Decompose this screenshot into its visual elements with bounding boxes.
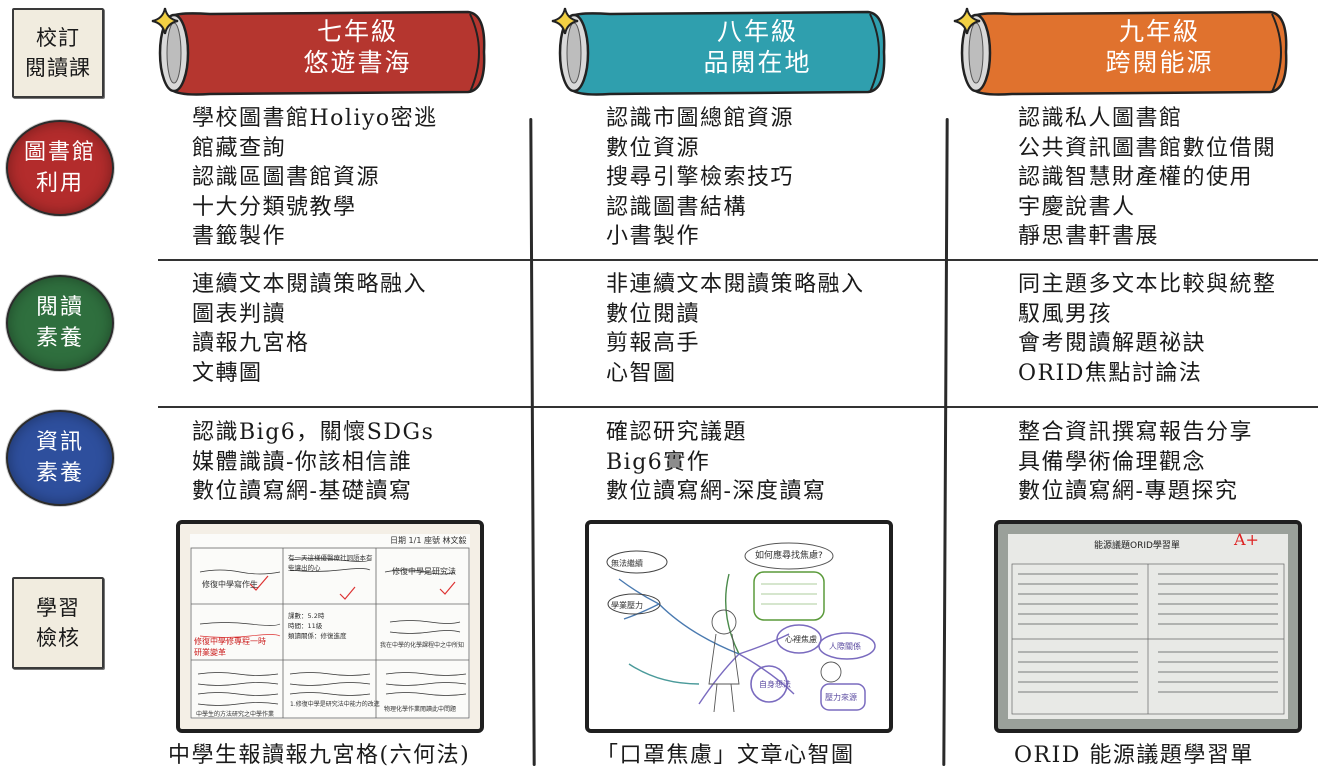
- grade7-info-list: 認識Big6，關懷SDGs 媒體識讀-你該相信誰 數位讀寫網-基礎讀寫: [192, 418, 434, 507]
- orid-title: 能源議題ORID學習單: [1094, 541, 1180, 551]
- worksheet-cell: 修復中學寫作生: [202, 580, 258, 589]
- list-item: 宇慶說書人: [1018, 194, 1136, 220]
- grade-mark: A+: [1234, 530, 1259, 549]
- list-item: 非連續文本閱讀策略融入: [606, 272, 865, 297]
- list-item: 學校圖書館Holiyo密逃: [192, 106, 438, 131]
- mindmap-node: 無法繼續: [611, 559, 643, 568]
- list-item: 認識圖書結構: [606, 194, 748, 220]
- reading-literacy-label: 閱讀素養: [6, 275, 114, 371]
- grade9-caption: ORID 能源議題學習單: [1014, 743, 1254, 768]
- list-item: 圖表判讀: [192, 301, 287, 327]
- grade8-library-list: 認識市圖總館資源 數位資源 搜尋引擎檢索技巧 認識圖書結構 小書製作: [606, 104, 794, 252]
- worksheet-cell: 中學生的方法研究之中學作業: [196, 711, 275, 718]
- mindmap-node: 如何應尋找焦慮?: [755, 551, 823, 561]
- star-icon: [953, 7, 981, 35]
- list-item: 數位讀寫網-專題探究: [1018, 479, 1239, 504]
- list-item: 同主題多文本比較與統整: [1018, 272, 1277, 297]
- worksheet-header: 日期 1/1 座號 林文毅: [390, 536, 467, 545]
- mindmap-drawing: [606, 542, 876, 713]
- list-item: 館藏查詢: [192, 135, 287, 161]
- learning-check-label: 學習檢核: [12, 577, 104, 669]
- mindmap-node: 人際關係: [829, 642, 861, 651]
- list-item: 整合資訊撰寫報告分享: [1018, 420, 1254, 445]
- list-item: 十大分類號教學: [192, 194, 357, 220]
- grade9-library-list: 認識私人圖書館 公共資訊圖書館數位借閱 認識智慧財產權的使用 宇慶說書人 靜思書…: [1018, 104, 1277, 252]
- grade9-literacy-list: 同主題多文本比較與統整 馭風男孩 會考閱讀解題祕訣 ORID焦點討論法: [1018, 270, 1277, 388]
- list-item: 讀報九宮格: [192, 331, 310, 356]
- mindmap-node: 心裡焦慮: [785, 635, 817, 644]
- grade8-banner: 八年級品閱在地: [550, 6, 890, 98]
- grade8-caption: 「口罩焦慮」文章心智圖: [596, 743, 855, 768]
- grade7-banner: 七年級悠遊書海: [150, 6, 490, 98]
- grade8-info-list: 確認研究議題 Big6實作 數位讀寫網-深度讀寫: [606, 418, 826, 507]
- orid-worksheet: [1008, 534, 1288, 719]
- list-item: ORID焦點討論法: [1018, 360, 1203, 386]
- grade8-mindmap-photo: 如何應尋找焦慮? 無法繼續 學業壓力 心裡焦慮 自身想法 人際關係 壓力來源: [585, 520, 893, 733]
- grade9-banner: 九年級跨閱能源: [952, 6, 1292, 98]
- list-item: 媒體識讀-你該相信誰: [192, 449, 413, 475]
- grade7-literacy-list: 連續文本閱讀策略融入 圖表判讀 讀報九宮格 文轉圖: [192, 270, 427, 388]
- worksheet-cell: 有一天這樣優醫療社詞語本有些讓出的心: [288, 554, 373, 572]
- list-item: 馭風男孩: [1018, 301, 1113, 327]
- list-item: 數位讀寫網-深度讀寫: [606, 479, 827, 504]
- list-item: 認識市圖總館資源: [606, 106, 795, 131]
- grade9-info-list: 整合資訊撰寫報告分享 具備學術倫理觀念 數位讀寫網-專題探究: [1018, 418, 1253, 507]
- list-item: Big6實作: [606, 449, 711, 475]
- library-use-label: 圖書館利用: [6, 120, 114, 216]
- list-item: 確認研究議題: [606, 420, 748, 445]
- list-item: 數位讀寫網-基礎讀寫: [192, 479, 413, 504]
- grade9-title: 九年級跨閱能源: [1105, 17, 1214, 77]
- list-item: 認識智慧財產權的使用: [1018, 165, 1254, 190]
- row-divider: [158, 259, 1318, 261]
- list-item: 具備學術倫理觀念: [1018, 449, 1207, 475]
- list-item: 心智圖: [606, 360, 677, 386]
- grade7-library-list: 學校圖書館Holiyo密逃 館藏查詢 認識區圖書館資源 十大分類號教學 書籤製作: [192, 104, 438, 252]
- mindmap-node: 自身想法: [759, 680, 791, 689]
- list-item: 文轉圖: [192, 360, 263, 386]
- grade9-orid-photo: 能源議題ORID學習單 A+: [994, 520, 1302, 733]
- grade7-worksheet-photo: 日期 1/1 座號 林文毅 修復中學寫作生 有一天這樣優醫療社詞語本有些讓出的心…: [176, 520, 484, 733]
- list-item: 數位資源: [606, 135, 701, 161]
- mindmap-node: 壓力來源: [825, 693, 857, 702]
- mindmap-node: 學業壓力: [611, 601, 643, 610]
- list-item: 會考閱讀解題祕訣: [1018, 331, 1207, 356]
- list-item: 搜尋引擎檢索技巧: [606, 165, 795, 190]
- list-item: 認識Big6，關懷SDGs: [192, 420, 435, 445]
- grade8-title: 八年級品閱在地: [703, 17, 812, 77]
- grade8-literacy-list: 非連續文本閱讀策略融入 數位閱讀 剪報高手 心智圖: [606, 270, 865, 388]
- column-divider: [529, 117, 536, 767]
- list-item: 認識私人圖書館: [1018, 106, 1183, 131]
- star-icon: [551, 7, 579, 35]
- grade7-caption: 中學生報讀報九宮格(六何法): [168, 743, 471, 768]
- list-item: 連續文本閱讀策略融入: [192, 272, 428, 297]
- row-divider: [158, 406, 1318, 408]
- list-item: 靜思書軒書展: [1018, 224, 1160, 249]
- worksheet-cell: 修復中學是研究法: [392, 567, 456, 576]
- list-item: 公共資訊圖書館數位借閱: [1018, 135, 1277, 161]
- worksheet-cell: 課數：5.2時 時間：11級 類讀關係：修復進度: [288, 612, 347, 640]
- grade7-title: 七年級悠遊書海: [303, 17, 412, 77]
- list-item: 剪報高手: [606, 331, 701, 356]
- list-item: 數位閱讀: [606, 301, 701, 327]
- star-icon: [151, 7, 179, 35]
- worksheet-cell: 1.修復中學是研究法中能力的改進: [290, 701, 380, 708]
- worksheet-grid: [190, 534, 470, 719]
- course-label: 校訂閱讀課: [12, 8, 104, 98]
- worksheet-cell: 物理化學作業閱讀此中問題: [384, 706, 457, 713]
- info-literacy-label: 資訊素養: [6, 410, 114, 506]
- worksheet-cell: 修復中學修專程一時 研業變革: [194, 637, 266, 657]
- worksheet-cell: 我在中學的化學課程中之中所知: [380, 642, 465, 649]
- list-item: 小書製作: [606, 224, 701, 249]
- list-item: 書籤製作: [192, 224, 287, 249]
- column-divider: [942, 117, 949, 767]
- list-item: 認識區圖書館資源: [192, 165, 381, 190]
